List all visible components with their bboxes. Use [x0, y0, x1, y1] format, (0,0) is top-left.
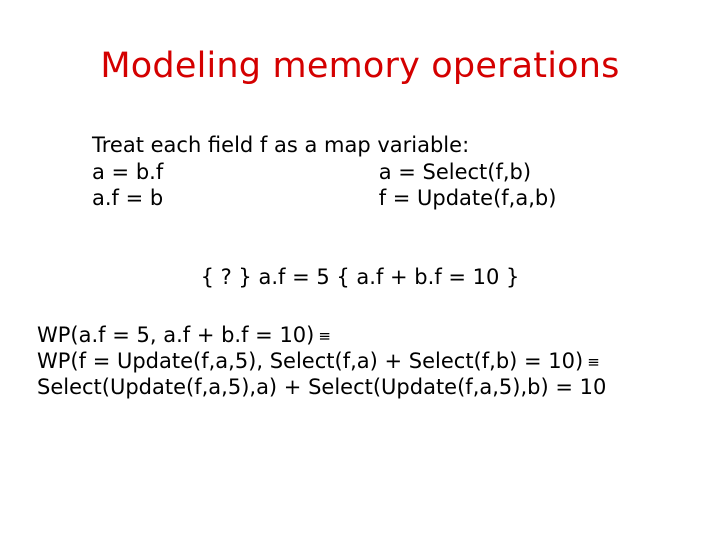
page-title: Modeling memory operations: [100, 46, 620, 86]
equivalence-symbol: [606, 379, 610, 397]
wp-derivation-block: WP(a.f = 5, a.f + b.f = 10)≡ WP(f = Upda…: [37, 322, 610, 400]
wp-derivation-line: WP(f = Update(f,a,5), Select(f,a) + Sele…: [37, 348, 610, 374]
wp-line-text: WP(a.f = 5, a.f + b.f = 10): [37, 323, 315, 347]
hoare-triple-block: { ? } a.f = 5 { a.f + b.f = 10 }: [0, 264, 720, 290]
wp-line-text: WP(f = Update(f,a,5), Select(f,a) + Sele…: [37, 349, 584, 373]
mapping-source-statement: a = b.f: [92, 160, 164, 184]
mapping-source-statement: a.f = b: [92, 186, 164, 210]
hoare-triple-text: { ? } a.f = 5 { a.f + b.f = 10 }: [200, 265, 520, 289]
wp-line-text: Select(Update(f,a,5),a) + Select(Update(…: [37, 375, 607, 399]
wp-derivation-line: Select(Update(f,a,5),a) + Select(Update(…: [37, 374, 610, 400]
mapping-intro-text: Treat each field f as a map variable:: [92, 133, 470, 157]
mapping-encoded-statement: a = Select(f,b): [378, 160, 532, 184]
mapping-encoded-statement: f = Update(f,a,b): [378, 186, 557, 210]
mapping-rules-block: Treat each field f as a map variable: a …: [92, 132, 556, 211]
equivalence-symbol: ≡: [587, 353, 600, 371]
equivalence-symbol: ≡: [318, 327, 331, 345]
wp-derivation-line: WP(a.f = 5, a.f + b.f = 10)≡: [37, 322, 610, 348]
mapping-row: a = b.f a = Select(f,b): [92, 159, 556, 185]
mapping-row: a.f = b f = Update(f,a,b): [92, 185, 556, 211]
